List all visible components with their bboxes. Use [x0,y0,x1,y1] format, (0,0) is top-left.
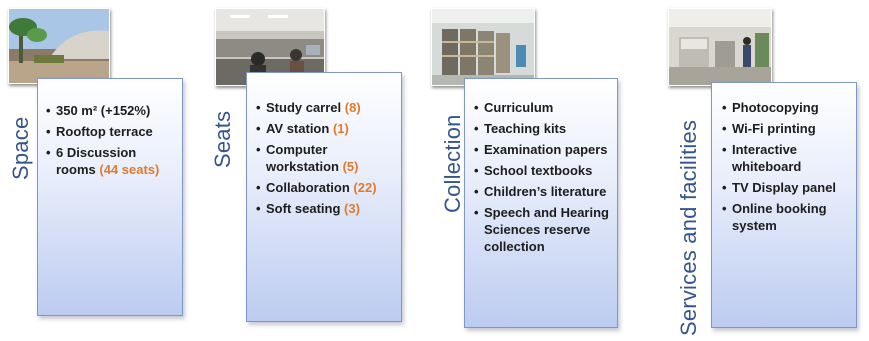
panel-title: Space [8,116,33,180]
item-list: Study carrel (8) AV station (1) Computer… [256,99,396,221]
item-list: Curriculum Teaching kits Examination pap… [474,99,614,259]
list-item: Online booking system [722,200,852,234]
list-item: Curriculum [474,99,614,116]
list-item: Collaboration (22) [256,179,396,196]
list-item: Soft seating (3) [256,200,396,217]
panel-title: Services and facilities [676,119,701,336]
list-item: Teaching kits [474,120,614,137]
list-item: 6 Discussion rooms (44 seats) [46,144,176,178]
list-item: Rooftop terrace [46,123,176,140]
panel-title: Seats [210,110,235,168]
photo-service-counter [668,8,772,86]
photo-rooftop-terrace [8,8,110,84]
list-item: TV Display panel [722,179,852,196]
list-item: Examination papers [474,141,614,158]
photo-bookshelves [431,8,535,86]
list-item: Study carrel (8) [256,99,396,116]
panel-title: Collection [440,114,465,213]
list-item: Computer workstation (5) [256,141,396,175]
list-item: Wi-Fi printing [722,120,852,137]
list-item: Speech and Hearing Sciences reserve coll… [474,204,614,255]
list-item: School textbooks [474,162,614,179]
list-item: Interactive whiteboard [722,141,852,175]
list-item: AV station (1) [256,120,396,137]
item-list: 350 m² (+152%) Rooftop terrace 6 Discuss… [46,102,176,182]
list-item: Children’s literature [474,183,614,200]
list-item: 350 m² (+152%) [46,102,176,119]
item-list: Photocopying Wi-Fi printing Interactive … [722,99,852,238]
list-item: Photocopying [722,99,852,116]
